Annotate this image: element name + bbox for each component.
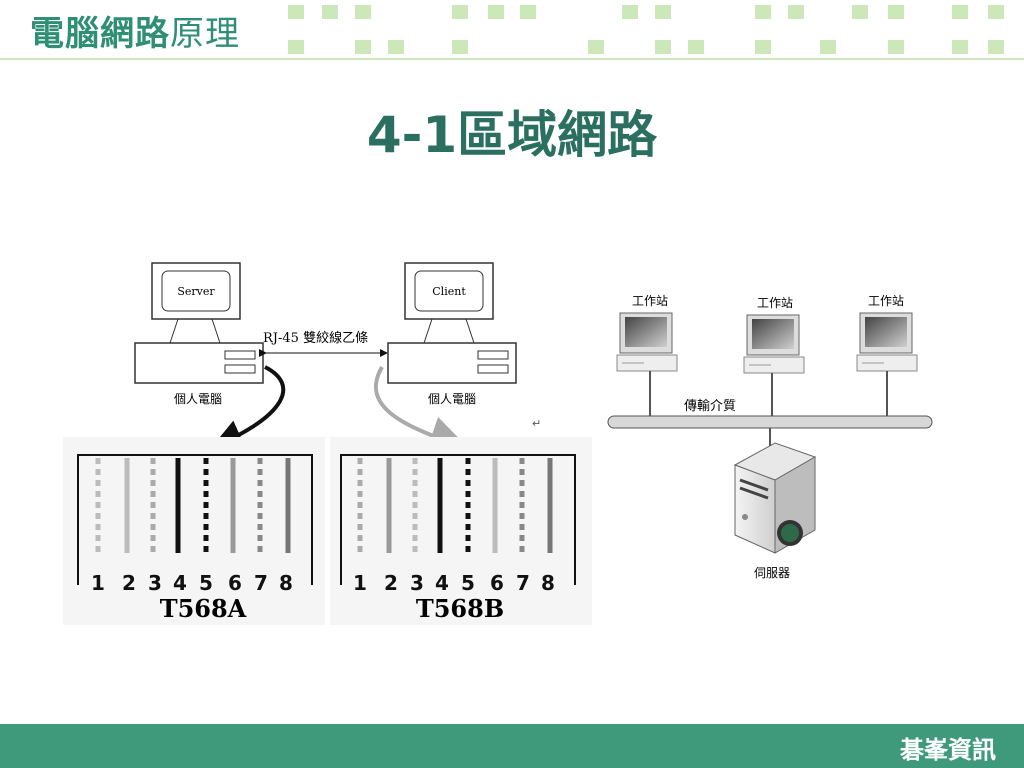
brand-title-normal: 原理 [170, 14, 240, 54]
bus-label: 傳輸介質 [684, 399, 736, 414]
header-decoration [988, 40, 1004, 54]
t568b-label: T568B [416, 594, 504, 623]
header-decoration [288, 5, 304, 19]
server-label-right: 伺服器 [754, 566, 790, 580]
header-decoration [688, 40, 704, 54]
cable-label: RJ-45 雙絞線乙條 [263, 330, 368, 346]
header-decoration [622, 5, 638, 19]
header-decoration [288, 40, 304, 54]
client-computer: Client 個人電腦 [387, 262, 517, 406]
slide-header: 電腦網路原理 [0, 0, 1024, 62]
server-computer: Server 個人電腦 [134, 262, 264, 406]
t568b-connector [340, 454, 576, 585]
header-decoration [655, 5, 671, 19]
pin-number: 6 [490, 571, 504, 595]
server-tower [733, 442, 817, 554]
header-decoration [452, 5, 468, 19]
t568b-wires [357, 458, 553, 553]
pin-number: 6 [228, 571, 242, 595]
header-decoration [322, 5, 338, 19]
pc-label-right: 個人電腦 [428, 391, 476, 406]
header-decoration [888, 40, 904, 54]
arrow-to-t568a [210, 365, 286, 450]
header-decoration [520, 5, 536, 19]
bus-topology-diagram: 工作站 工作站 工作站 傳輸介質 伺服器 [607, 294, 933, 580]
pc-label-left: 個人電腦 [174, 391, 222, 406]
pin-number: 8 [279, 571, 293, 595]
header-decoration [888, 5, 904, 19]
workstation-label: 工作站 [757, 296, 793, 310]
header-decoration [820, 40, 836, 54]
pin-number: 8 [541, 571, 555, 595]
t568a-label: T568A [160, 594, 247, 623]
header-decoration [988, 5, 1004, 19]
pin-number: 7 [516, 571, 530, 595]
header-divider [0, 58, 1024, 60]
workstation: 工作站 [856, 294, 918, 372]
workstation: 工作站 [616, 294, 678, 372]
pin-number: 2 [384, 571, 398, 595]
pin-number: 3 [148, 571, 162, 595]
pin-number: 2 [122, 571, 136, 595]
pin-number: 4 [173, 571, 187, 595]
header-decoration [655, 40, 671, 54]
workstation: 工作站 [743, 296, 805, 374]
slide-footer: 碁峯資訊 [0, 724, 1024, 768]
header-decoration [388, 40, 404, 54]
header-decoration [355, 5, 371, 19]
slide-title: 4-1區域網路 [366, 106, 658, 164]
brand-title-bold: 電腦網路 [30, 14, 170, 54]
header-decoration [852, 5, 868, 19]
header-decoration [952, 5, 968, 19]
cabling-diagram: Server 個人電腦 Client 個人電腦 RJ-45 雙絞線乙條 ↵ 1 … [63, 262, 592, 625]
pin-number: 1 [353, 571, 367, 595]
pin-number: 3 [410, 571, 424, 595]
header-decoration [355, 40, 371, 54]
pin-number: 4 [435, 571, 449, 595]
t568a-connector [77, 454, 313, 585]
pin-number: 1 [91, 571, 105, 595]
header-decoration [788, 5, 804, 19]
client-label: Client [432, 285, 466, 298]
header-decoration [452, 40, 468, 54]
pin-number: 5 [199, 571, 213, 595]
server-label: Server [177, 285, 215, 298]
workstation-label: 工作站 [868, 294, 904, 308]
workstation-label: 工作站 [632, 294, 668, 308]
t568a-wires [95, 458, 291, 553]
return-mark: ↵ [532, 417, 541, 430]
header-decoration [952, 40, 968, 54]
pin-number: 5 [461, 571, 475, 595]
publisher-logo: 碁峯資訊 [900, 736, 996, 764]
header-decoration [755, 5, 771, 19]
header-decoration [588, 40, 604, 54]
pin-number: 7 [254, 571, 268, 595]
brand-title: 電腦網路原理 [30, 6, 240, 55]
header-decoration [488, 5, 504, 19]
header-decoration [755, 40, 771, 54]
transmission-medium-bus [607, 415, 933, 429]
